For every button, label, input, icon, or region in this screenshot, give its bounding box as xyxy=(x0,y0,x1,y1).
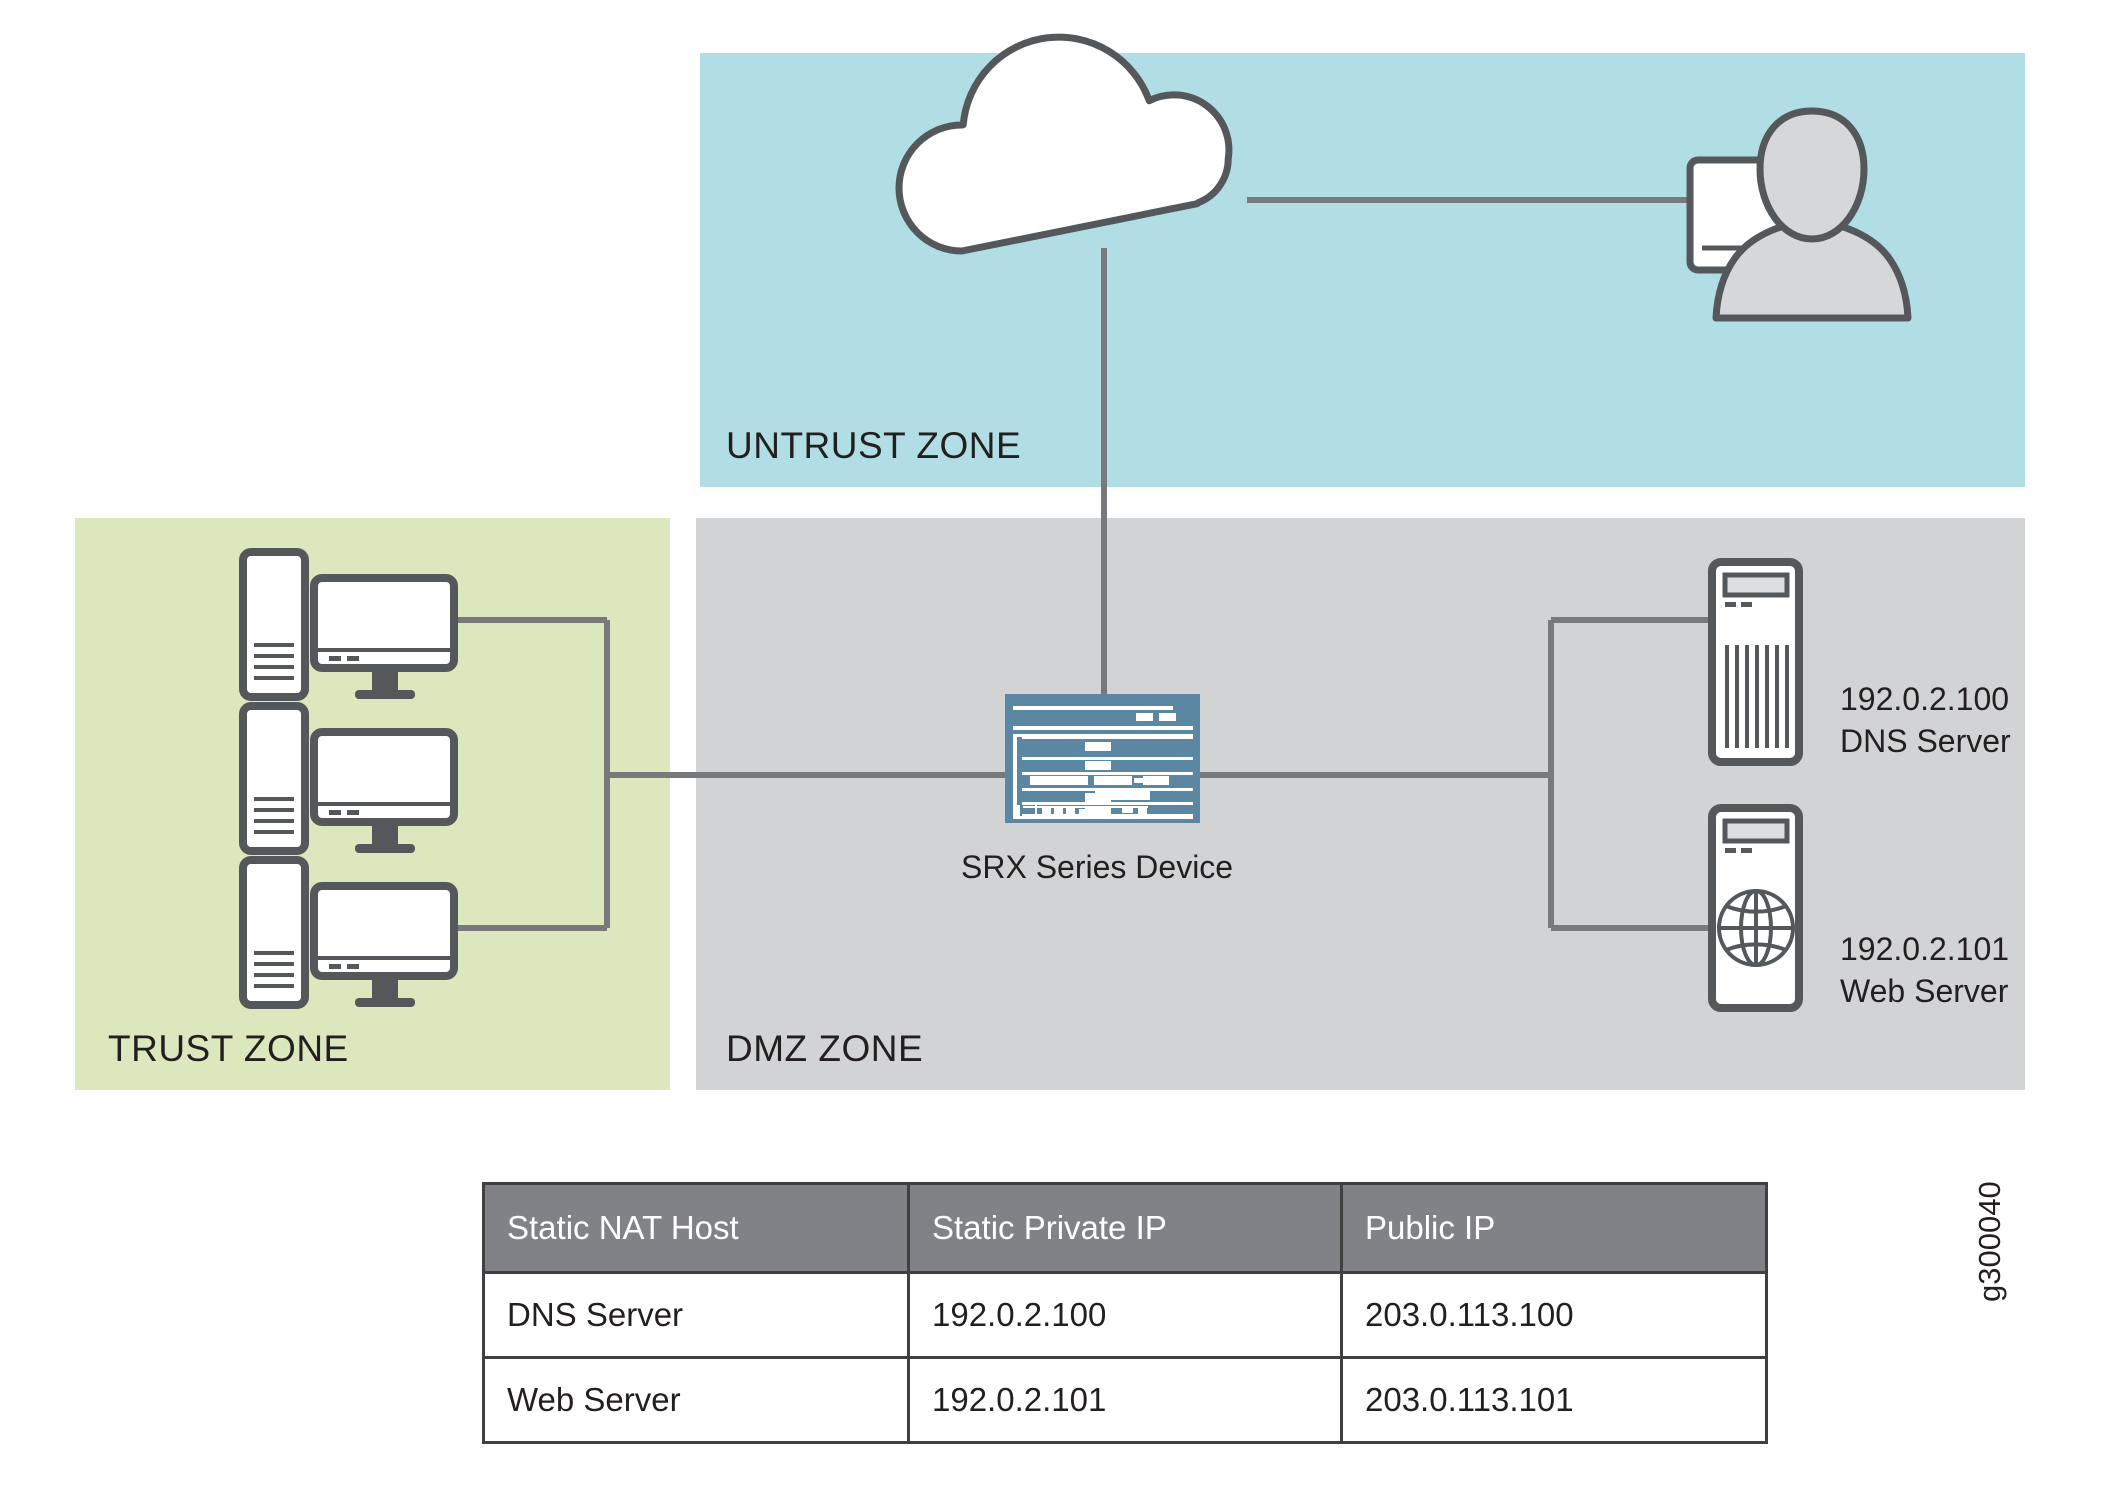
zone-dmz xyxy=(696,518,2025,1090)
srx-firewall-icon xyxy=(1005,694,1200,823)
dns-server-role: DNS Server xyxy=(1840,723,2011,760)
table-cell-host: Web Server xyxy=(482,1356,910,1444)
workstation-icon xyxy=(239,702,458,855)
web-server-label: 192.0.2.101 Web Server xyxy=(1840,928,2009,1012)
table-cell-private-ip: 192.0.2.101 xyxy=(907,1356,1343,1444)
table-header-host: Static NAT Host xyxy=(482,1182,910,1274)
table-header-row: Static NAT Host Static Private IP Public… xyxy=(482,1182,1768,1274)
workstation-icon xyxy=(239,856,458,1009)
table-cell-private-ip: 192.0.2.100 xyxy=(907,1271,1343,1359)
web-server-role: Web Server xyxy=(1840,973,2009,1010)
cloud-icon xyxy=(895,33,1233,255)
table-header-private-ip: Static Private IP xyxy=(907,1182,1343,1274)
dns-server-icon xyxy=(1708,558,1803,766)
zone-label-dmz: DMZ ZONE xyxy=(726,1028,924,1069)
table-row: DNS Server 192.0.2.100 203.0.113.100 xyxy=(482,1271,1768,1359)
static-nat-table: Static NAT Host Static Private IP Public… xyxy=(482,1182,1768,1444)
table-cell-public-ip: 203.0.113.100 xyxy=(1340,1271,1768,1359)
table-cell-public-ip: 203.0.113.101 xyxy=(1340,1356,1768,1444)
dns-server-label: 192.0.2.100 DNS Server xyxy=(1840,678,2011,762)
web-server-ip: 192.0.2.101 xyxy=(1840,931,2010,967)
figure-watermark: g300040 xyxy=(1972,1181,2007,1302)
dns-server-ip: 192.0.2.100 xyxy=(1840,681,2010,717)
table-header-public-ip: Public IP xyxy=(1340,1182,1768,1274)
table-row: Web Server 192.0.2.101 203.0.113.101 xyxy=(482,1356,1768,1444)
table-cell-host: DNS Server xyxy=(482,1271,910,1359)
zone-label-untrust: UNTRUST ZONE xyxy=(726,425,1022,466)
remote-user-icon xyxy=(1686,107,1912,322)
srx-device-label: SRX Series Device xyxy=(961,849,1234,885)
workstation-icon xyxy=(239,548,458,701)
web-server-icon xyxy=(1708,804,1803,1012)
zone-label-trust: TRUST ZONE xyxy=(108,1028,349,1069)
